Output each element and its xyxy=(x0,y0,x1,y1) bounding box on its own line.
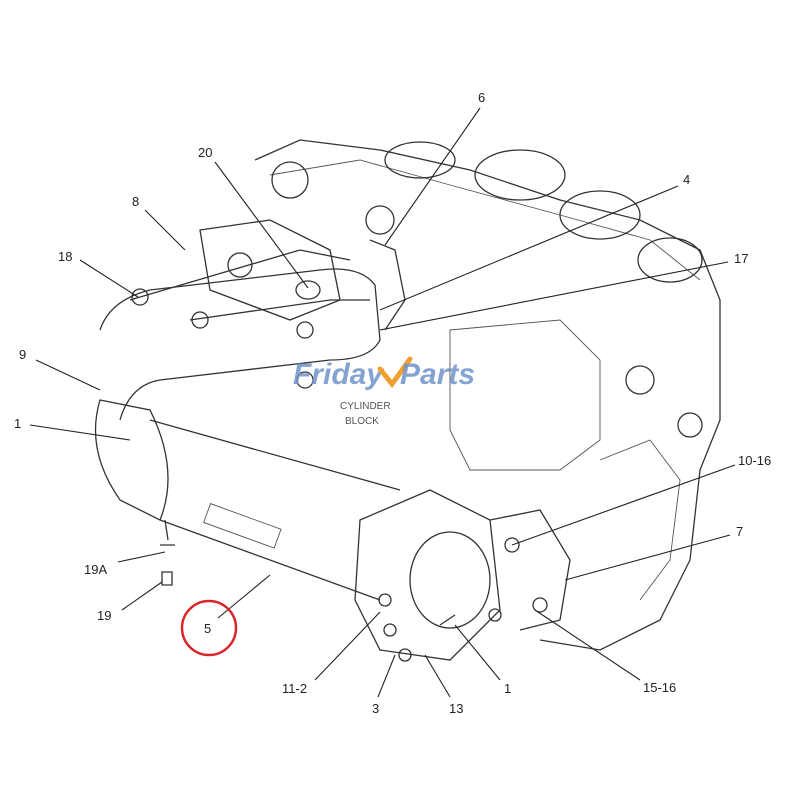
cooler-tubes xyxy=(99,219,406,421)
callout-3: 3 xyxy=(372,701,379,716)
watermark-logo: Friday Parts xyxy=(293,356,475,391)
callout-9: 9 xyxy=(19,347,26,362)
svg-text:Friday: Friday xyxy=(293,358,384,391)
callout-10-16: 10-16 xyxy=(738,453,771,468)
callout-labels: 6 20 8 4 18 17 9 1 10-16 7 19A 19 5 11-2… xyxy=(14,90,771,716)
callout-17: 17 xyxy=(734,251,748,266)
leader-lines xyxy=(29,107,736,698)
block-label-line2: BLOCK xyxy=(345,416,379,427)
callout-1-left: 1 xyxy=(14,416,21,431)
callout-18: 18 xyxy=(58,249,72,264)
callout-20: 20 xyxy=(198,145,212,160)
callout-19a: 19A xyxy=(84,562,107,577)
highlight-circle xyxy=(180,599,238,657)
callout-13: 13 xyxy=(449,701,463,716)
callout-15-16: 15-16 xyxy=(643,680,676,695)
callout-8: 8 xyxy=(132,194,139,209)
callout-6: 6 xyxy=(478,90,485,105)
oil-cooler xyxy=(94,399,571,662)
callout-19: 19 xyxy=(97,608,111,623)
block-label-line1: CYLINDER xyxy=(340,401,391,412)
svg-text:Parts: Parts xyxy=(400,358,475,391)
cylinder-block xyxy=(254,139,721,651)
callout-5: 5 xyxy=(204,621,211,636)
callout-7: 7 xyxy=(736,524,743,539)
callout-11-2: 11-2 xyxy=(282,681,307,696)
callout-1-right: 1 xyxy=(504,681,511,696)
callout-4: 4 xyxy=(683,172,690,187)
